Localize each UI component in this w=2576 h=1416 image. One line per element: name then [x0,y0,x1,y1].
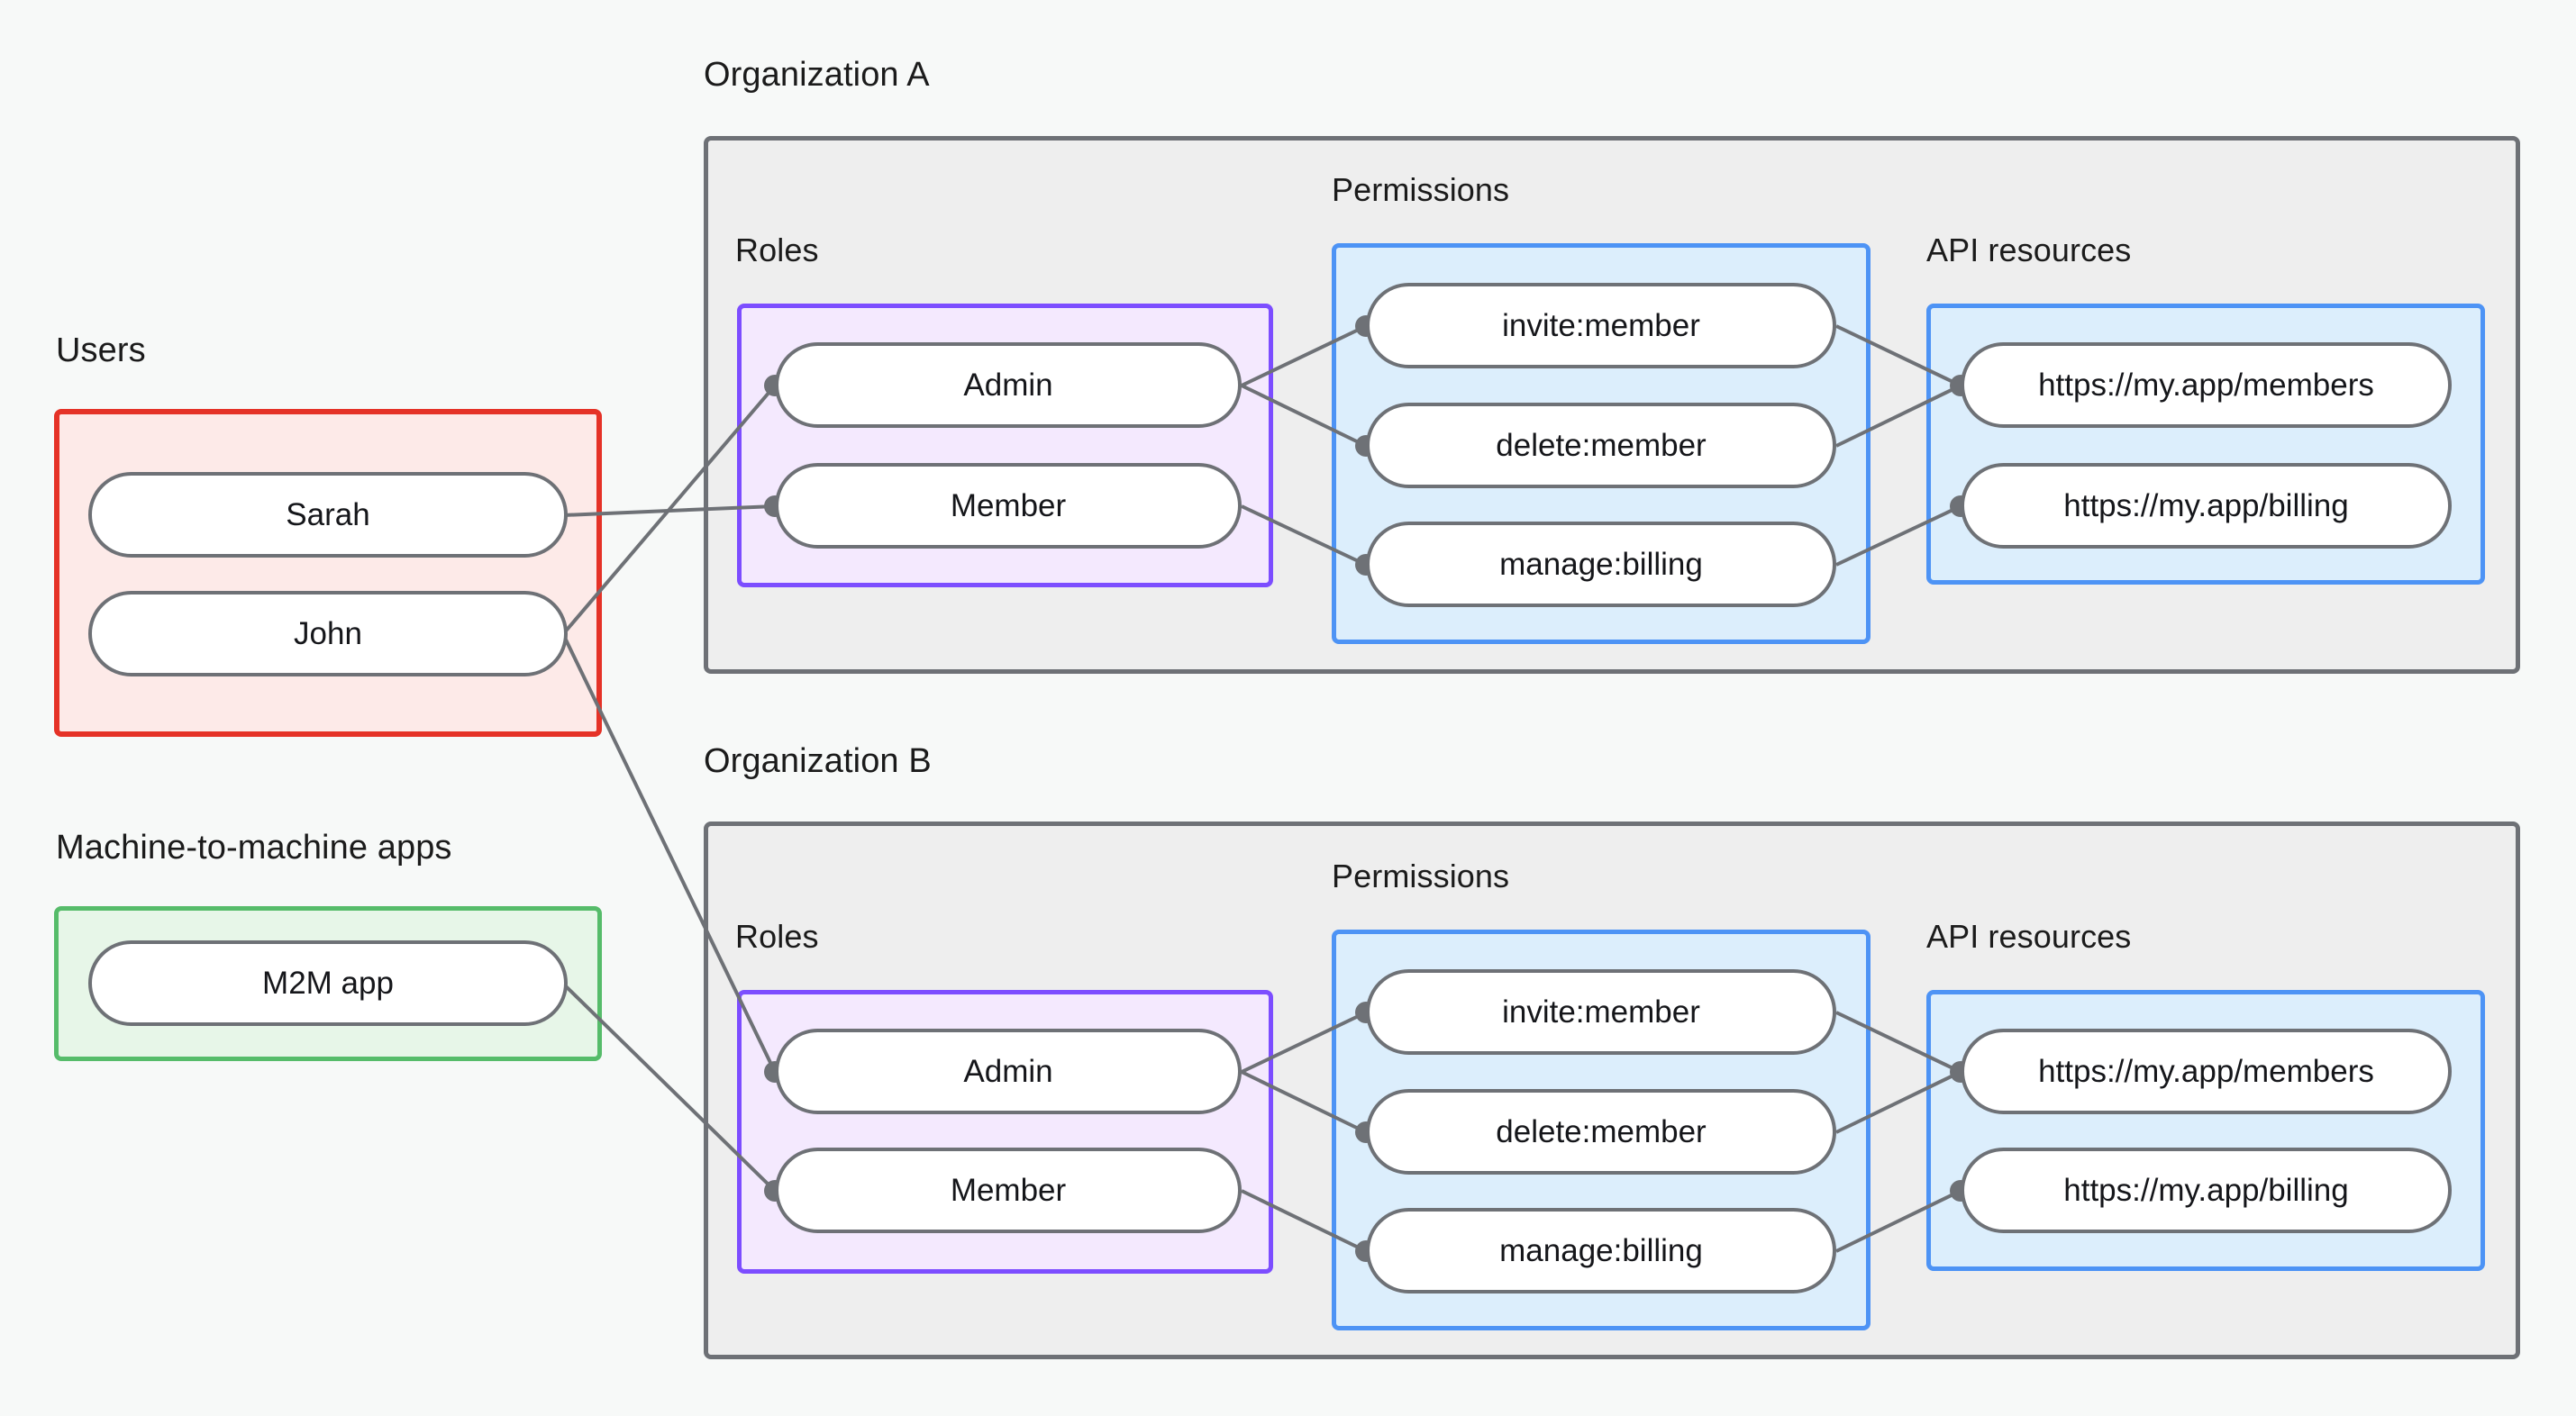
org-a-permission-delete-member-label: delete:member [1496,427,1707,463]
org-b-permission-invite-member[interactable]: invite:member [1366,969,1836,1055]
org-b-permission-manage-billing-label: manage:billing [1499,1232,1703,1268]
org-b-api-resource-billing[interactable]: https://my.app/billing [1961,1148,2452,1233]
org-b-permission-manage-billing[interactable]: manage:billing [1366,1208,1836,1293]
org-b-role-member-label: Member [950,1172,1067,1208]
org-b-role-admin[interactable]: Admin [775,1029,1242,1114]
m2m-node-app-label: M2M app [262,965,394,1001]
org-a-role-admin[interactable]: Admin [775,342,1242,428]
org-a-role-member[interactable]: Member [775,463,1242,549]
user-node-john[interactable]: John [88,591,568,676]
org-a-api-resource-members[interactable]: https://my.app/members [1961,342,2452,428]
org-a-label: Organization A [704,56,930,94]
m2m-node-app[interactable]: M2M app [88,940,568,1026]
org-a-role-admin-label: Admin [963,367,1053,403]
org-b-api-resource-members-label: https://my.app/members [2038,1053,2374,1089]
org-b-label: Organization B [704,742,932,780]
org-b-api-resource-members[interactable]: https://my.app/members [1961,1029,2452,1114]
org-b-permission-invite-member-label: invite:member [1502,994,1700,1030]
user-node-sarah-label: Sarah [286,496,370,532]
org-b-permissions-label: Permissions [1332,858,1510,894]
org-a-permission-invite-member-label: invite:member [1502,307,1700,343]
user-node-sarah[interactable]: Sarah [88,472,568,558]
org-b-role-member[interactable]: Member [775,1148,1242,1233]
user-node-john-label: John [294,615,362,651]
org-b-api-resource-billing-label: https://my.app/billing [2063,1172,2349,1208]
org-b-permission-delete-member-label: delete:member [1496,1113,1707,1149]
org-a-api-resources-label: API resources [1926,231,2132,268]
m2m-group-label: Machine-to-machine apps [56,829,452,867]
org-b-roles-label: Roles [735,918,819,955]
org-a-api-resource-billing[interactable]: https://my.app/billing [1961,463,2452,549]
org-b-role-admin-label: Admin [963,1053,1053,1089]
users-container [54,409,602,737]
org-b-permission-delete-member[interactable]: delete:member [1366,1089,1836,1175]
org-a-permission-invite-member[interactable]: invite:member [1366,283,1836,368]
org-a-permissions-label: Permissions [1332,171,1510,208]
org-a-permission-manage-billing[interactable]: manage:billing [1366,522,1836,607]
org-a-role-member-label: Member [950,487,1067,523]
users-group-label: Users [56,331,146,369]
org-a-api-resource-billing-label: https://my.app/billing [2063,487,2349,523]
org-a-permission-manage-billing-label: manage:billing [1499,546,1703,582]
org-a-api-resource-members-label: https://my.app/members [2038,367,2374,403]
org-a-roles-label: Roles [735,231,819,268]
org-b-api-resources-label: API resources [1926,918,2132,955]
org-a-permission-delete-member[interactable]: delete:member [1366,403,1836,488]
